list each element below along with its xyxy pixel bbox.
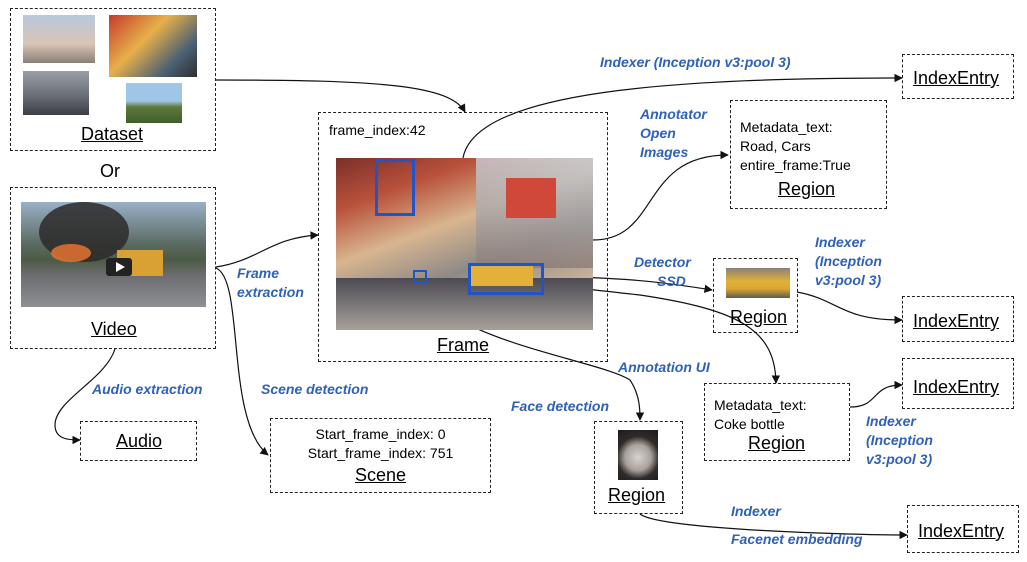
indexentry-node-4: IndexEntry: [907, 505, 1019, 553]
region-face-node: Region: [594, 421, 683, 514]
dataset-thumbnail-road: [23, 71, 89, 115]
indexentry-label-1: IndexEntry: [913, 68, 1000, 88]
region-coke-node: Metadata_text: Coke bottle Region: [704, 383, 850, 461]
or-text: Or: [100, 161, 120, 181]
video-label: Video: [91, 319, 137, 339]
scene-node: Start_frame_index: 0 Start_frame_index: …: [270, 418, 491, 493]
frame-node: frame_index:42 Frame: [318, 112, 608, 362]
coke-meta-1: Metadata_text:: [714, 397, 807, 413]
edge-label-indexer-coke-3: v3:pool 3): [866, 451, 933, 467]
region-coke-label: Region: [748, 433, 806, 453]
edge-dataset-frame: [215, 79, 466, 113]
openimages-meta-1: Metadata_text:: [740, 119, 833, 135]
region-taxi-label: Region: [730, 307, 788, 327]
indexentry-label-4: IndexEntry: [918, 521, 1005, 541]
edge-label-annotation-ui: Annotation UI: [618, 359, 710, 375]
edge-label-detector-1: Detector: [634, 254, 691, 270]
coke-meta-2: Coke bottle: [714, 416, 785, 432]
edge-label-annotator-3: Images: [640, 144, 689, 160]
indexentry-node-1: IndexEntry: [902, 54, 1014, 99]
edge-label-scene-detection: Scene detection: [261, 381, 369, 397]
indexentry-node-3: IndexEntry: [902, 358, 1014, 409]
taxi-detection-box[interactable]: [468, 263, 544, 295]
edge-label-facenet: Facenet embedding: [731, 531, 863, 547]
edge-label-indexer-top: Indexer (Inception v3:pool 3): [600, 54, 791, 70]
region-face-label: Region: [608, 485, 666, 505]
edge-frame-indexentry-top: [462, 73, 903, 159]
frame-label: Frame: [437, 335, 490, 355]
taxi-shape: [471, 266, 533, 286]
scene-line-2: Start_frame_index: 751: [307, 445, 454, 461]
edge-video-audio: [54, 348, 116, 445]
video-node: Video: [10, 187, 216, 349]
indexentry-label-2: IndexEntry: [913, 311, 1000, 331]
dataset-thumbnail-street: [109, 15, 197, 77]
edge-label-audio-extraction: Audio extraction: [92, 381, 203, 397]
openimages-meta-3: entire_frame:True: [740, 157, 851, 173]
openimages-meta-2: Road, Cars: [740, 138, 811, 154]
edge-label-frame-extraction-2: extraction: [237, 284, 304, 300]
edge-label-annotator-2: Open: [640, 125, 676, 141]
dataset-label: Dataset: [81, 124, 144, 144]
dataset-node: Dataset: [10, 8, 216, 151]
edge-label-indexer-taxi-3: v3:pool 3): [815, 272, 882, 288]
audio-node: Audio: [80, 421, 197, 461]
face-detection-box[interactable]: [413, 270, 427, 283]
indexentry-label-3: IndexEntry: [913, 377, 1000, 397]
video-thumbnail: [21, 202, 206, 307]
face-crop-thumbnail: [618, 430, 658, 480]
dataset-thumbnail-park: [126, 83, 182, 123]
scene-label: Scene: [355, 465, 407, 485]
indexentry-node-2: IndexEntry: [902, 296, 1014, 342]
edge-label-annotator-1: Annotator: [640, 106, 707, 122]
edge-face-indexentry: [639, 513, 908, 540]
edge-label-indexer-taxi-2: (Inception: [815, 253, 882, 269]
billboard: [506, 178, 556, 218]
frame-index-text: frame_index:42: [329, 122, 426, 138]
edge-video-frame: [215, 231, 319, 268]
edge-video-scene: [215, 267, 269, 456]
play-triangle-icon: [116, 262, 125, 272]
edge-label-frame-extraction-1: Frame: [237, 265, 280, 281]
audio-label: Audio: [116, 431, 163, 451]
edge-label-indexer-coke-2: (Inception: [866, 432, 933, 448]
edge-label-indexer-face: Indexer: [731, 503, 781, 519]
region-openimages-label: Region: [778, 179, 836, 199]
edge-frame-region-openimages: [592, 150, 729, 241]
edge-label-indexer-taxi-1: Indexer: [815, 234, 865, 250]
region-taxi-node: Region: [713, 258, 798, 333]
region-openimages-node: Metadata_text: Road, Cars entire_frame:T…: [730, 100, 887, 209]
dataset-thumbnail-city: [23, 15, 95, 63]
edge-taxi-indexentry: [796, 291, 903, 325]
edge-label-indexer-coke-1: Indexer: [866, 413, 916, 429]
edge-label-detector-2: SSD: [657, 273, 686, 289]
fire-glow: [51, 244, 91, 262]
frame-image: [336, 158, 593, 330]
edge-coke-indexentry: [849, 380, 903, 408]
scene-line-1: Start_frame_index: 0: [315, 426, 446, 442]
bottle-detection-box[interactable]: [375, 159, 415, 216]
crowd: [336, 278, 593, 330]
edge-label-face-detection: Face detection: [511, 398, 610, 414]
taxi-crop-thumbnail: [726, 268, 790, 298]
